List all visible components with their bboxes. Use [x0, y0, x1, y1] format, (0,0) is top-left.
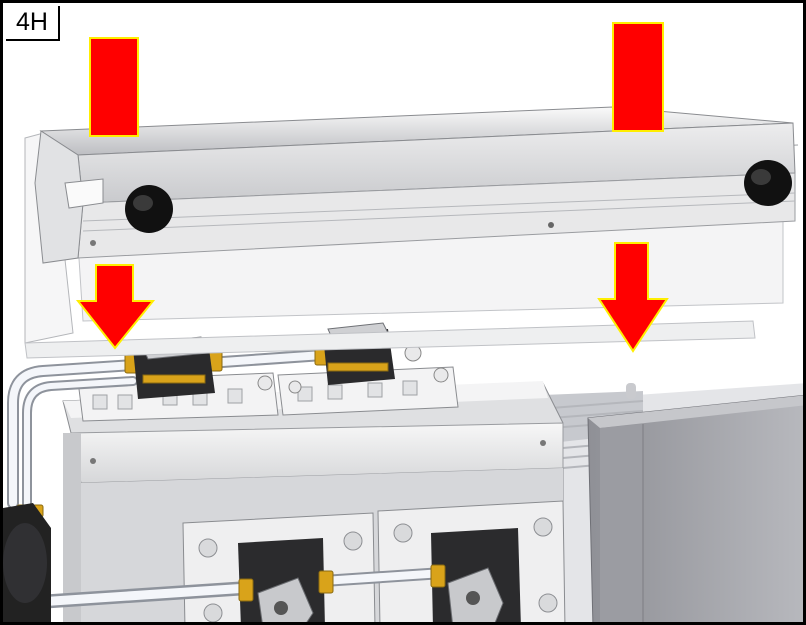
arrow-down-icon — [89, 37, 139, 137]
step-label: 4H — [6, 6, 60, 41]
right-end-cap — [744, 160, 792, 206]
arrow-down-icon — [597, 242, 669, 353]
arrow-down-icon — [75, 264, 156, 350]
cover-rail — [24, 106, 799, 359]
electronics-enclosure — [587, 395, 803, 622]
assembly-illustration — [3, 22, 803, 622]
arrow-down-icon — [612, 22, 664, 132]
side-pump — [3, 503, 51, 622]
fluid-tubing — [3, 349, 444, 622]
